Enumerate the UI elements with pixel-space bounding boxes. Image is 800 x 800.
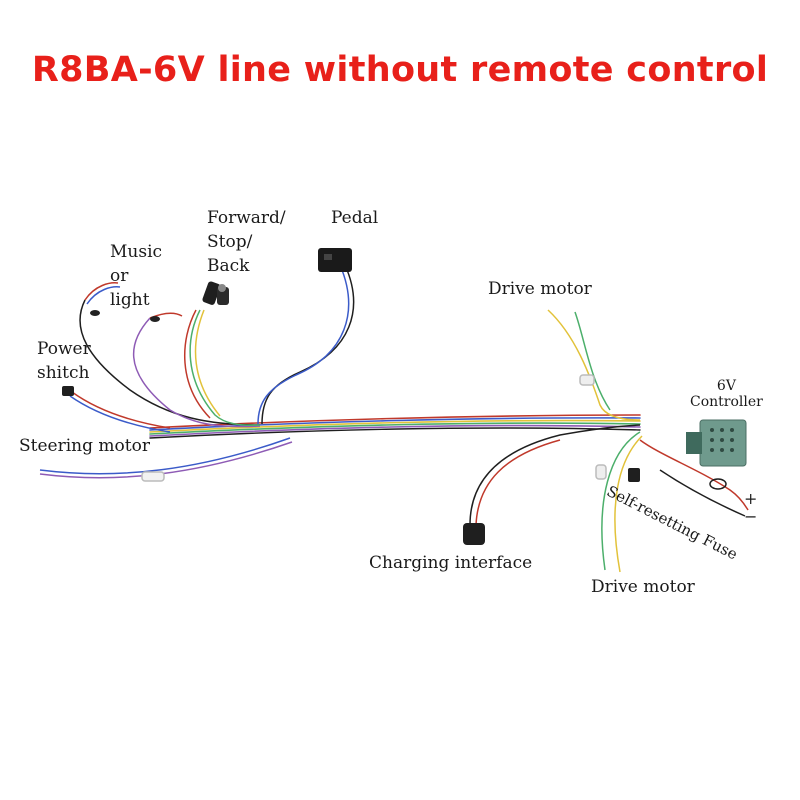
label-drive-motor-top: Drive motor	[488, 279, 592, 299]
steering-motor-branch	[39, 437, 293, 482]
forward-stop-back-branch	[183, 281, 261, 426]
label-controller: 6V Controller	[690, 378, 763, 410]
drive-motor-top-branch	[547, 309, 641, 421]
page-title: R8BA-6V line without remote control	[31, 50, 769, 90]
label-power-switch: Power shitch	[37, 339, 91, 383]
drive-motor-bottom-branch	[595, 431, 643, 573]
fuse-and-battery-leads	[628, 439, 749, 517]
power-switch-branch	[62, 386, 171, 433]
music-light-branch	[79, 282, 261, 428]
label-drive-motor-bottom: Drive motor	[591, 577, 695, 597]
label-charging-interface: Charging interface	[369, 553, 533, 573]
label-forward-stop-back: Forward/ Stop/ Back	[207, 208, 286, 276]
controller-box	[686, 419, 747, 467]
charging-branch	[463, 424, 641, 545]
label-music: Music or light	[110, 242, 163, 310]
label-plus: +	[744, 489, 758, 508]
pedal-branch	[257, 248, 355, 425]
label-pedal: Pedal	[331, 208, 379, 228]
label-steering-motor: Steering motor	[19, 436, 150, 456]
label-minus: −	[744, 507, 758, 526]
